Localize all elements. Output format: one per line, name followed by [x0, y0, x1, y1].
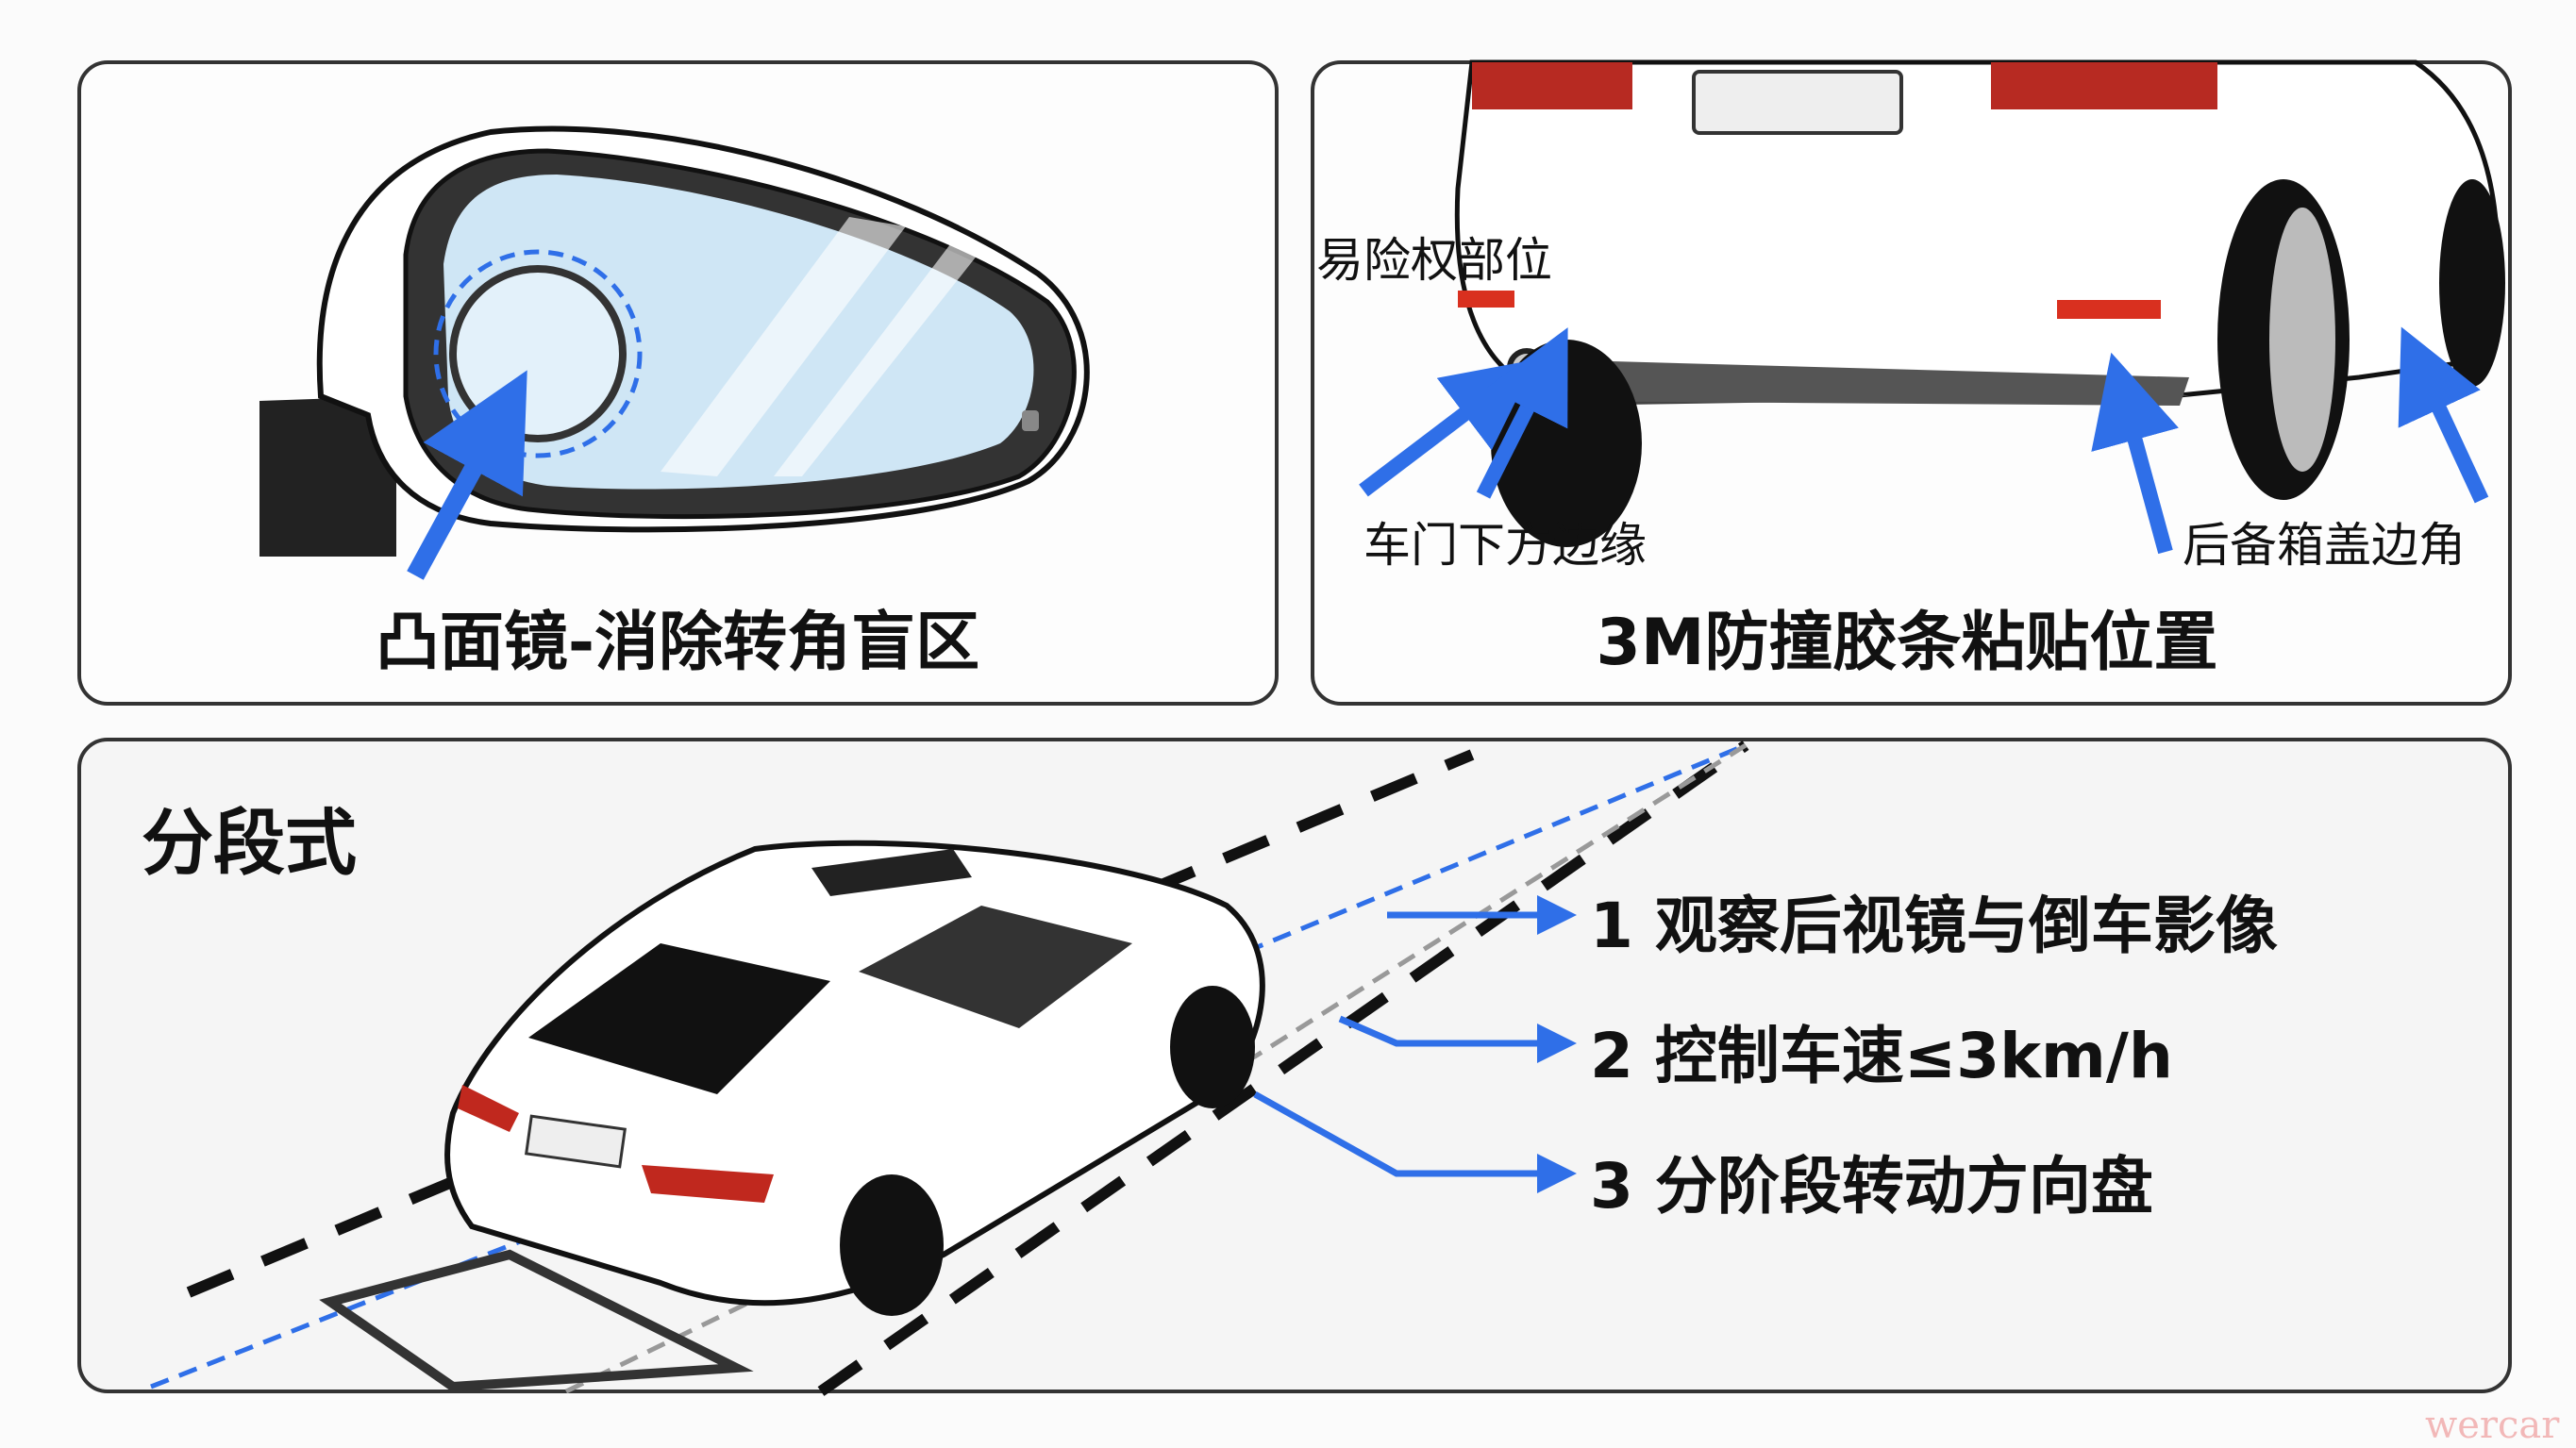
car-rear-drawing: [1359, 59, 2505, 555]
step-1: 1 观察后视镜与倒车影像: [1590, 890, 2278, 962]
car-reversing-drawing: [150, 741, 1749, 1396]
watermark: wercar: [2425, 1404, 2560, 1447]
bumper-label-door-edge: 车门下方边缘: [1363, 518, 1647, 573]
mirror-caption: 凸面镜-消除转角盲区: [375, 606, 980, 680]
bumper-caption: 3M防撞胶条粘贴位置: [1596, 606, 2218, 680]
side-mirror-drawing: [259, 125, 1090, 580]
bumper-label-risk-area: 易险权部位: [1316, 233, 1552, 288]
step-3: 3 分阶段转动方向盘: [1590, 1150, 2153, 1223]
step-2: 2 控制车速≤3km/h: [1590, 1020, 2173, 1092]
bumper-label-trunk-corner: 后备箱盖边角: [2183, 518, 2466, 573]
steps-title: 分段式: [142, 801, 357, 885]
